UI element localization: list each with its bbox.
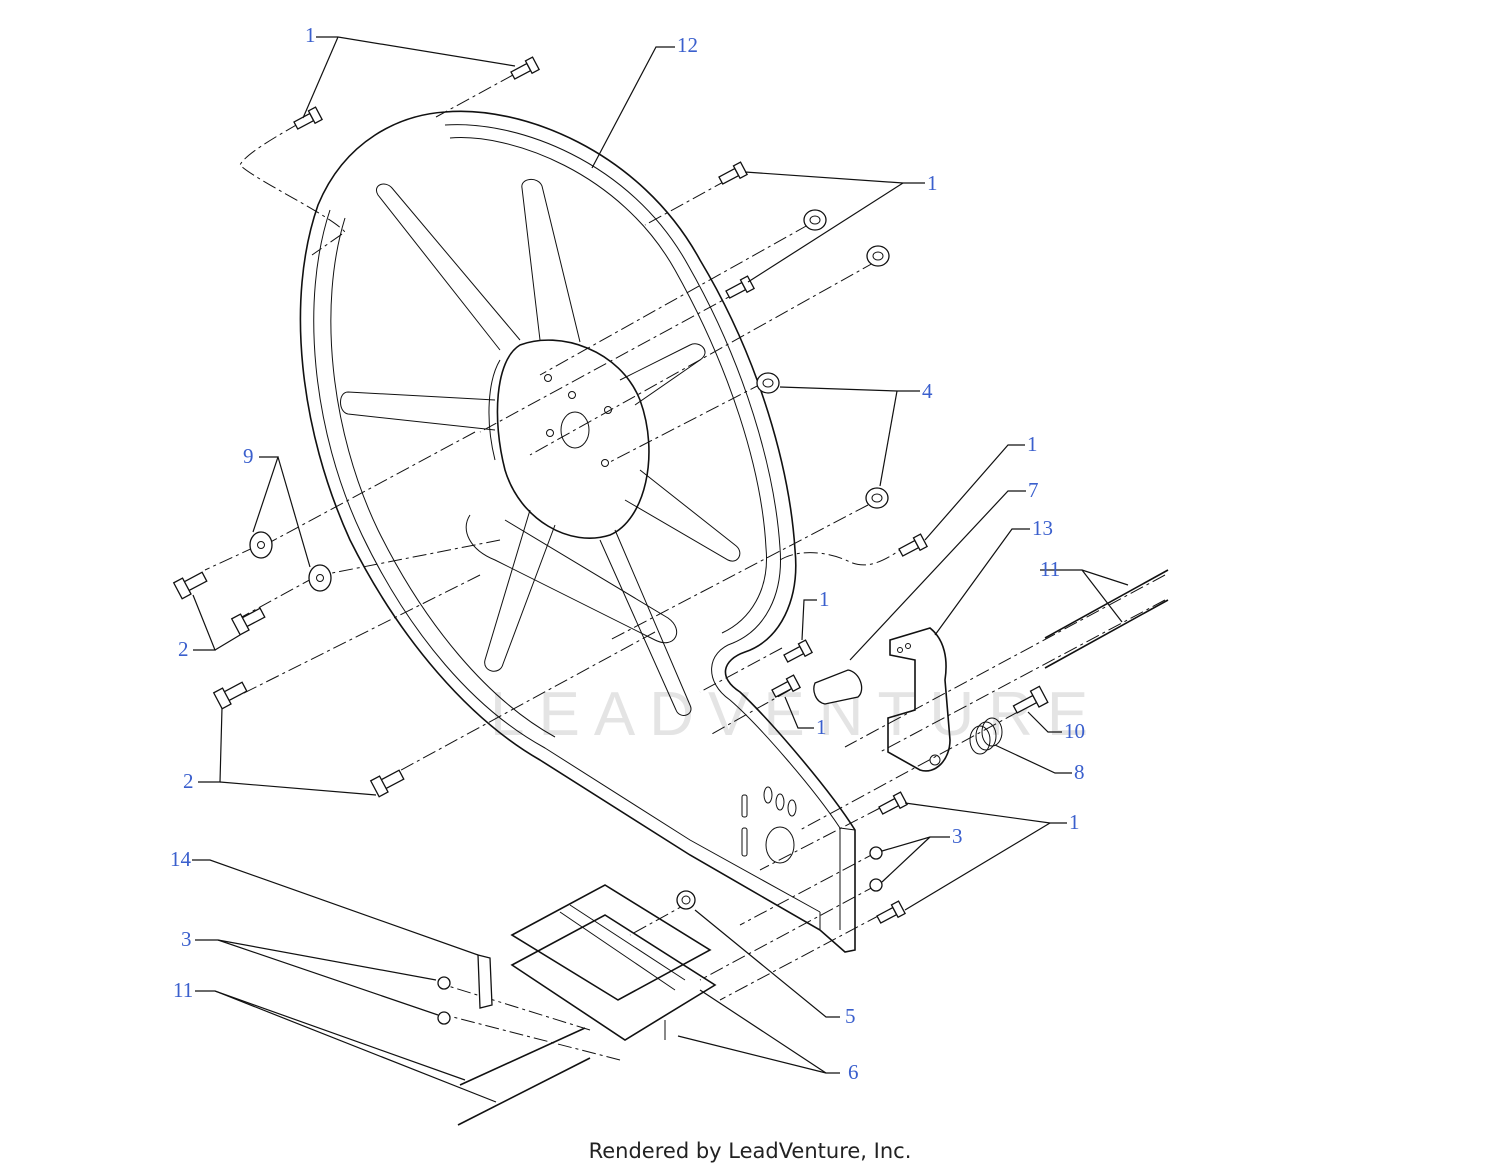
- housing-slots: [741, 786, 797, 864]
- rods-part-11: [457, 569, 1169, 1126]
- callout-2: 2: [178, 637, 189, 661]
- callout-3: 3: [181, 927, 192, 951]
- bolts-part-1: [293, 56, 928, 924]
- assembly-lines: [204, 74, 1166, 1061]
- housing-outline: [299, 110, 856, 953]
- watermark: LEADVENTURE: [490, 680, 1102, 749]
- bracket-part-13: [887, 627, 951, 772]
- callout-2: 2: [183, 769, 194, 793]
- callout-6: 6: [848, 1060, 859, 1084]
- callout-10: 10: [1064, 719, 1085, 743]
- plate-part-14: [477, 954, 493, 1009]
- callout-labels: 1 12 1 4 9 1 7 13 11 1 2 1 10 8 2 1 3 14…: [170, 23, 1085, 1084]
- pad-assembly-part-6: [510, 884, 717, 1041]
- callout-1: 1: [819, 587, 830, 611]
- callout-1: 1: [816, 715, 827, 739]
- footer-credit: Rendered by LeadVenture, Inc.: [589, 1139, 912, 1163]
- callout-7: 7: [1028, 478, 1039, 502]
- washers-part-9: [249, 531, 332, 592]
- nuts-part-4: [756, 209, 890, 509]
- callout-1: 1: [927, 171, 938, 195]
- spokes: [340, 179, 741, 716]
- callout-4: 4: [922, 379, 933, 403]
- leader-lines: [192, 36, 1129, 1103]
- spring-part-8: [969, 717, 1003, 755]
- callout-5: 5: [845, 1004, 856, 1028]
- bolts-part-2: [172, 571, 405, 798]
- nuts-part-3-and-5: [437, 846, 883, 1025]
- callout-9: 9: [243, 444, 254, 468]
- callout-12: 12: [677, 33, 698, 57]
- callout-1: 1: [305, 23, 316, 47]
- hub-plate: [488, 339, 650, 539]
- callout-1: 1: [1069, 810, 1080, 834]
- callout-14: 14: [170, 847, 192, 871]
- callout-3: 3: [952, 824, 963, 848]
- callout-11: 11: [173, 978, 193, 1002]
- callout-11: 11: [1040, 557, 1060, 581]
- handle-part-7: [813, 669, 863, 705]
- callout-13: 13: [1032, 516, 1053, 540]
- callout-1: 1: [1027, 432, 1038, 456]
- bolt-part-10: [1012, 685, 1049, 714]
- callout-8: 8: [1074, 760, 1085, 784]
